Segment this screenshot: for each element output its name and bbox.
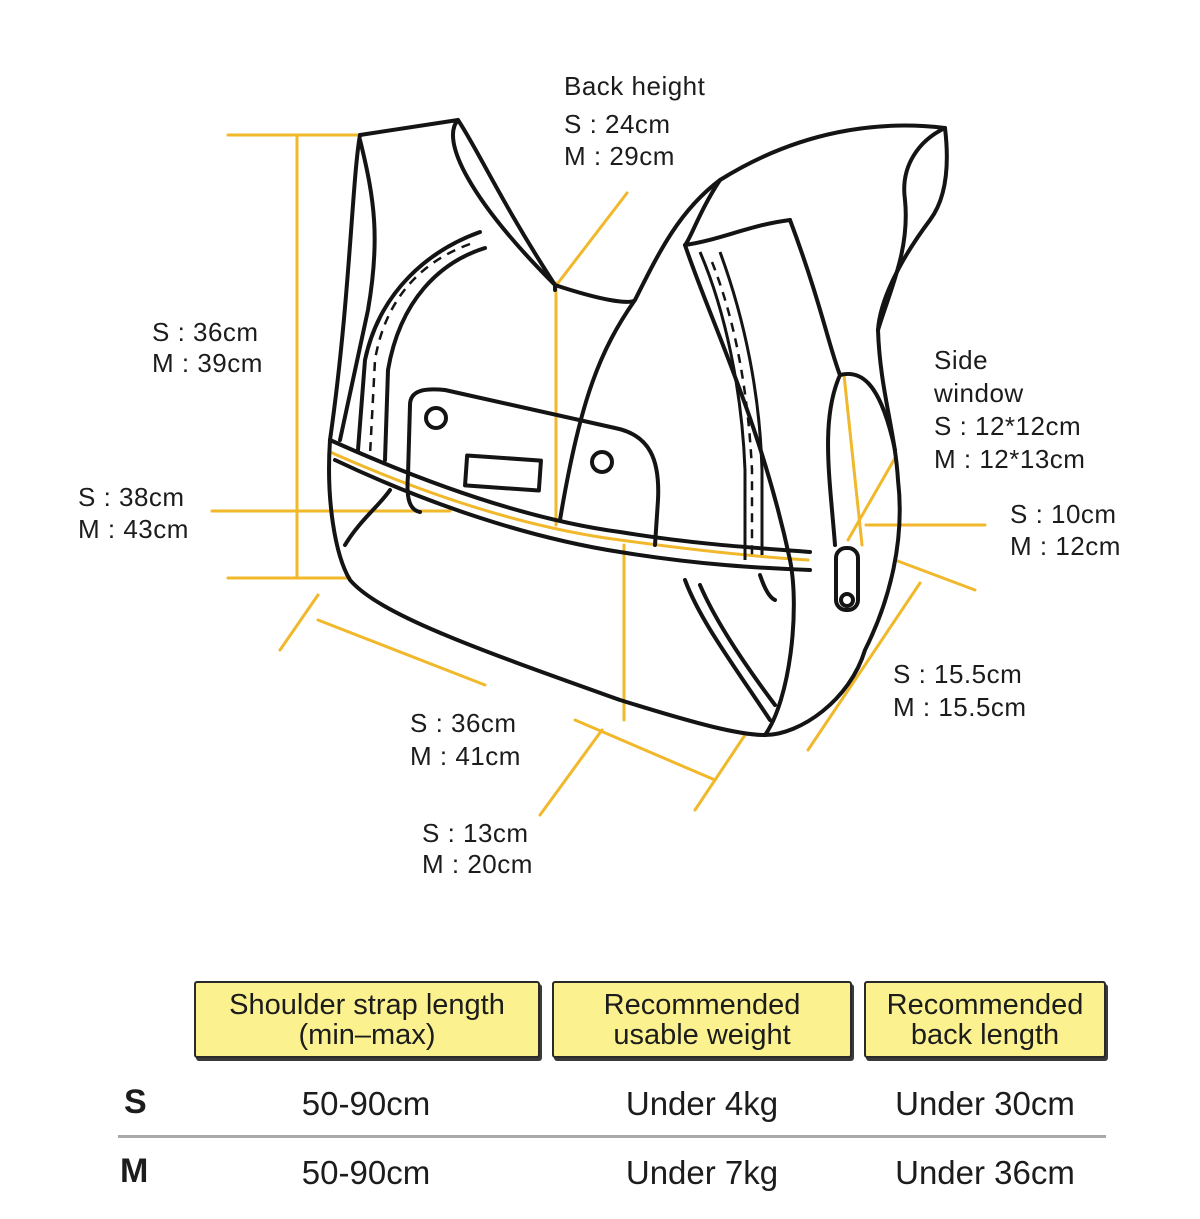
front-pocket-flap	[408, 387, 661, 547]
side-window-title-1: Side	[934, 345, 989, 375]
header-back-length-line2: back length	[910, 1018, 1060, 1051]
base-length-s: S : 36cm	[410, 708, 517, 738]
base-right-tick	[693, 733, 747, 812]
height-s: S : 36cm	[152, 317, 259, 347]
side-depth-m: M : 12cm	[1010, 531, 1121, 561]
row-divider	[118, 1135, 1106, 1138]
depth-m: M : 15.5cm	[893, 692, 1027, 722]
width-s: S : 38cm	[78, 482, 185, 512]
row-s-strap-length: 50-90cm	[301, 1085, 431, 1122]
height-m: M : 39cm	[152, 348, 263, 378]
side-window-diag	[846, 456, 897, 542]
width-m: M : 43cm	[78, 514, 189, 544]
side-window-guide	[842, 373, 864, 547]
row-m-back-length: Under 36cm	[895, 1154, 1075, 1191]
row-size-m: M	[120, 1152, 149, 1190]
bottom-s: S : 13cm	[422, 818, 529, 848]
side-window-title-2: window	[934, 378, 1024, 408]
bag-lines	[327, 118, 949, 737]
left-strap	[358, 118, 557, 292]
row-s-usable-weight: Under 4kg	[625, 1085, 779, 1122]
header-back-length-line1: Recommended	[886, 988, 1084, 1021]
base-length-guide	[316, 618, 487, 687]
bag-body	[327, 328, 902, 737]
depth-guide-top	[893, 558, 977, 592]
header-strap-length: Shoulder strap length (min–max)	[194, 981, 540, 1058]
header-usable-weight: Recommended usable weight	[552, 981, 852, 1058]
back-height-s: S : 24cm	[564, 109, 671, 139]
header-usable-weight-line1: Recommended	[603, 988, 801, 1021]
pocket-label	[463, 453, 543, 493]
stitching	[368, 242, 754, 555]
bag-outline-diagram	[210, 118, 987, 817]
row-m-strap-length: 50-90cm	[301, 1154, 431, 1191]
row-size-s: S	[124, 1083, 147, 1121]
back-height-guide-diag	[556, 191, 629, 285]
side-window-s: S : 12*12cm	[934, 411, 1082, 441]
base-length-m: M : 41cm	[410, 741, 521, 771]
header-usable-weight-line2: usable weight	[613, 1018, 791, 1051]
base-length-guide-2	[573, 718, 717, 782]
side-depth-s: S : 10cm	[1010, 499, 1117, 529]
header-strap-length-line1: Shoulder strap length	[229, 988, 505, 1021]
depth-s: S : 15.5cm	[893, 659, 1023, 689]
bottom-guide-diag	[538, 728, 604, 817]
back-height-title: Back height	[564, 71, 706, 101]
row-s-back-length: Under 30cm	[895, 1085, 1075, 1122]
base-left-tick	[278, 593, 320, 652]
bottom-m: M : 20cm	[422, 849, 533, 879]
side-window-m: M : 12*13cm	[934, 444, 1086, 474]
depth-guide	[806, 581, 922, 752]
header-back-length: Recommended back length	[864, 981, 1106, 1058]
row-m-usable-weight: Under 7kg	[625, 1154, 779, 1191]
zipper-puller	[834, 546, 860, 612]
pocket-snap-right	[590, 450, 614, 474]
header-strap-length-line2: (min–max)	[298, 1018, 436, 1051]
back-height-m: M : 29cm	[564, 141, 675, 171]
pocket-snap-left	[424, 406, 448, 430]
